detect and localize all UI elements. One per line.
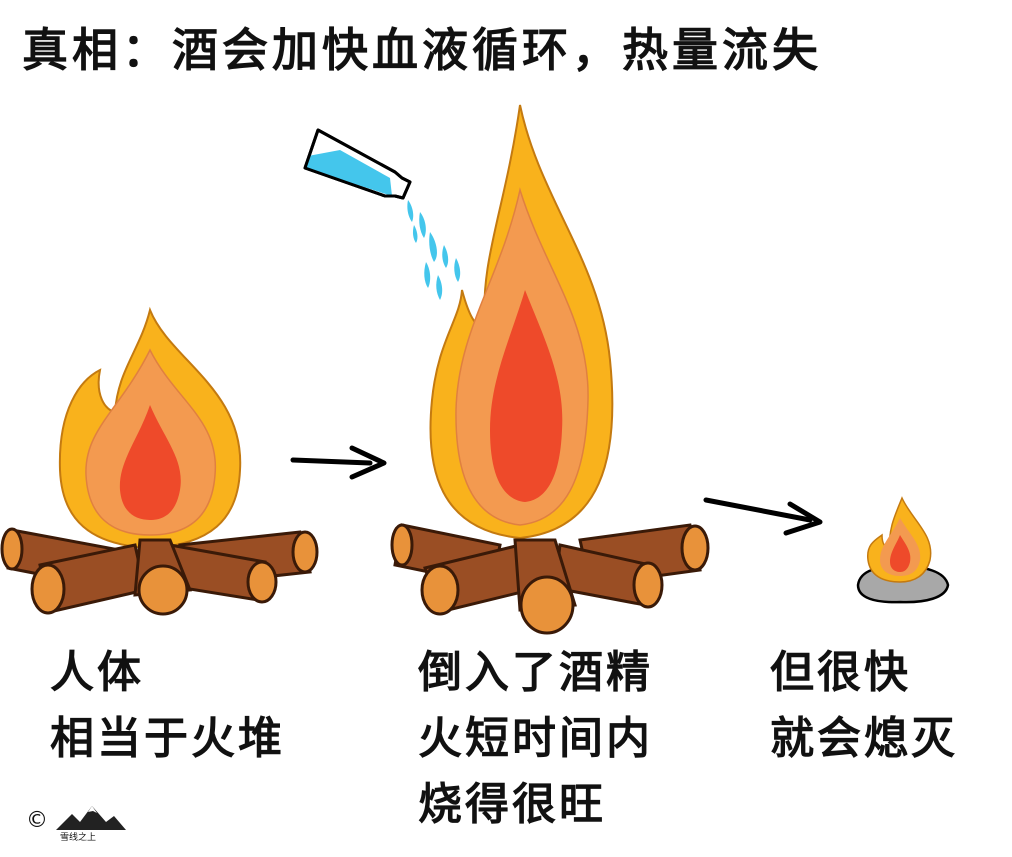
bottle-icon: [303, 128, 412, 200]
caption-line: 相当于火堆: [50, 713, 285, 764]
caption-line: 火短时间内: [418, 713, 653, 764]
arrow-icon: [703, 497, 823, 536]
caption-alcohol: 倒入了酒精 火短时间内 烧得很旺: [418, 640, 653, 838]
campfire-alcohol: [303, 104, 710, 635]
caption-line: 但很快: [770, 647, 911, 698]
copyright-symbol: ©: [26, 808, 48, 833]
caption-line: 倒入了酒精: [418, 647, 653, 698]
flame-icon: [866, 496, 932, 583]
caption-line: 就会熄灭: [770, 713, 958, 764]
campfire-dying: [856, 496, 950, 604]
arrow-icon: [290, 445, 387, 480]
caption-extinguish: 但很快 就会熄灭: [770, 640, 958, 772]
campfire-body: [0, 306, 319, 616]
mountain-logo-icon: [56, 806, 126, 830]
flame-icon: [429, 104, 614, 540]
water-drops: [407, 200, 461, 300]
caption-line: 人体: [50, 647, 144, 698]
flame-icon: [58, 306, 242, 550]
logs: [0, 527, 319, 616]
caption-line: 烧得很旺: [418, 779, 606, 830]
logo-text: 雪线之上: [60, 833, 97, 843]
page-title: 真相：酒会加快血液循环，热量流失: [22, 23, 822, 77]
logs: [390, 523, 710, 635]
caption-human-body: 人体 相当于火堆: [50, 640, 285, 772]
